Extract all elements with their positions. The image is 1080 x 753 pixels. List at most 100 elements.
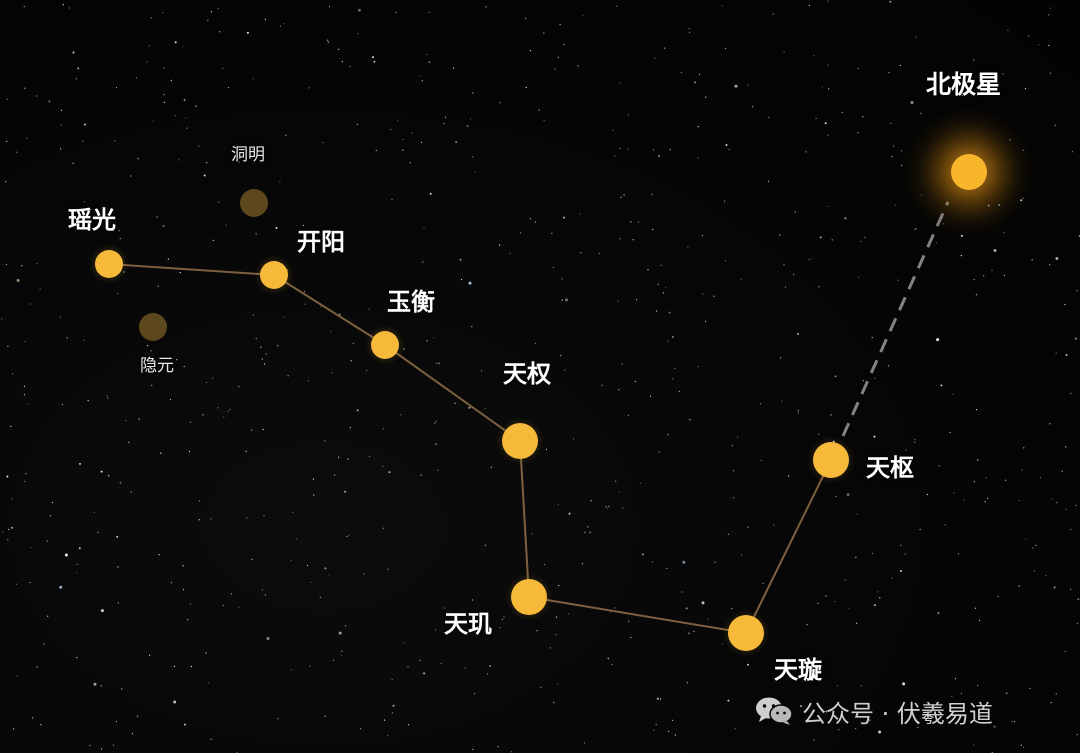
background-star bbox=[182, 564, 185, 567]
background-star bbox=[150, 350, 152, 352]
background-star bbox=[953, 79, 956, 81]
background-star bbox=[40, 724, 42, 726]
background-star bbox=[555, 634, 557, 636]
background-star bbox=[263, 363, 266, 365]
watermark-text: 公众号 · 伏羲易道 bbox=[802, 699, 993, 728]
background-star bbox=[559, 24, 561, 26]
background-star bbox=[1074, 337, 1077, 340]
background-star bbox=[582, 14, 584, 16]
background-star bbox=[238, 385, 240, 388]
background-star bbox=[332, 659, 334, 662]
connector-tianxuan-tianshu bbox=[745, 459, 832, 634]
background-star bbox=[202, 414, 204, 416]
background-star bbox=[313, 494, 315, 496]
background-star bbox=[611, 663, 613, 666]
background-star bbox=[887, 365, 890, 367]
background-star bbox=[72, 51, 75, 54]
background-star bbox=[836, 684, 839, 687]
background-star bbox=[489, 665, 492, 667]
background-star bbox=[584, 531, 586, 533]
background-star bbox=[554, 68, 556, 70]
background-star bbox=[130, 491, 132, 493]
background-star bbox=[831, 239, 833, 241]
background-star bbox=[207, 682, 210, 684]
background-star bbox=[375, 149, 377, 152]
background-star bbox=[346, 535, 348, 538]
background-star bbox=[356, 123, 358, 125]
background-star bbox=[1048, 44, 1050, 47]
background-star bbox=[958, 553, 960, 555]
background-star bbox=[658, 451, 660, 453]
background-star bbox=[705, 320, 707, 322]
background-star bbox=[855, 728, 857, 730]
background-star bbox=[279, 181, 281, 183]
background-star bbox=[36, 263, 38, 265]
background-star bbox=[889, 0, 892, 3]
background-star bbox=[1032, 547, 1034, 549]
background-star bbox=[577, 65, 579, 67]
background-star bbox=[672, 378, 674, 380]
background-star bbox=[118, 230, 120, 232]
background-star bbox=[551, 232, 553, 234]
background-star bbox=[1038, 44, 1040, 46]
background-star bbox=[60, 148, 62, 150]
background-star bbox=[529, 218, 532, 220]
background-star bbox=[473, 693, 476, 695]
background-star bbox=[472, 748, 474, 750]
background-star bbox=[693, 630, 695, 633]
background-star bbox=[499, 627, 501, 629]
background-star bbox=[283, 316, 285, 318]
star-markers bbox=[89, 100, 1041, 657]
background-star bbox=[899, 64, 901, 66]
background-star bbox=[217, 8, 219, 10]
background-star bbox=[188, 450, 190, 453]
background-star bbox=[490, 466, 492, 468]
background-star bbox=[8, 528, 10, 531]
background-star bbox=[83, 123, 86, 126]
star-label-kaiyang: 开阳 bbox=[297, 228, 345, 256]
background-star bbox=[615, 480, 617, 482]
background-star bbox=[1002, 73, 1004, 75]
background-star bbox=[1065, 354, 1068, 356]
background-star bbox=[1018, 500, 1021, 502]
background-star bbox=[560, 355, 562, 357]
background-star bbox=[848, 608, 850, 610]
background-star bbox=[423, 672, 426, 675]
background-star bbox=[797, 332, 800, 335]
background-star bbox=[543, 32, 545, 34]
background-star bbox=[183, 365, 185, 368]
background-star bbox=[78, 547, 81, 550]
background-star bbox=[864, 236, 866, 238]
star-marker-yinyuan bbox=[139, 313, 167, 341]
background-star bbox=[23, 385, 25, 387]
background-star bbox=[100, 748, 103, 750]
background-star bbox=[857, 67, 859, 70]
background-star bbox=[198, 145, 200, 147]
background-star bbox=[277, 718, 279, 720]
background-star bbox=[1033, 570, 1035, 572]
background-star bbox=[151, 384, 153, 386]
background-star bbox=[97, 531, 99, 533]
background-star bbox=[1061, 470, 1063, 472]
background-star bbox=[902, 682, 906, 686]
background-star bbox=[650, 395, 652, 397]
background-star bbox=[727, 699, 730, 702]
background-star bbox=[60, 109, 63, 111]
background-star bbox=[619, 238, 621, 240]
background-star bbox=[544, 563, 546, 566]
background-star bbox=[261, 589, 263, 591]
background-star bbox=[46, 540, 48, 542]
background-star bbox=[975, 294, 978, 296]
background-star bbox=[185, 117, 187, 119]
background-star bbox=[21, 265, 23, 267]
background-star bbox=[979, 619, 981, 622]
background-star bbox=[587, 526, 589, 528]
background-star bbox=[879, 597, 881, 599]
background-star bbox=[662, 292, 665, 294]
background-star bbox=[162, 12, 164, 14]
background-star bbox=[694, 81, 696, 84]
background-star bbox=[36, 666, 38, 669]
background-star bbox=[783, 264, 785, 266]
background-star bbox=[737, 436, 739, 438]
background-star bbox=[1011, 721, 1013, 723]
